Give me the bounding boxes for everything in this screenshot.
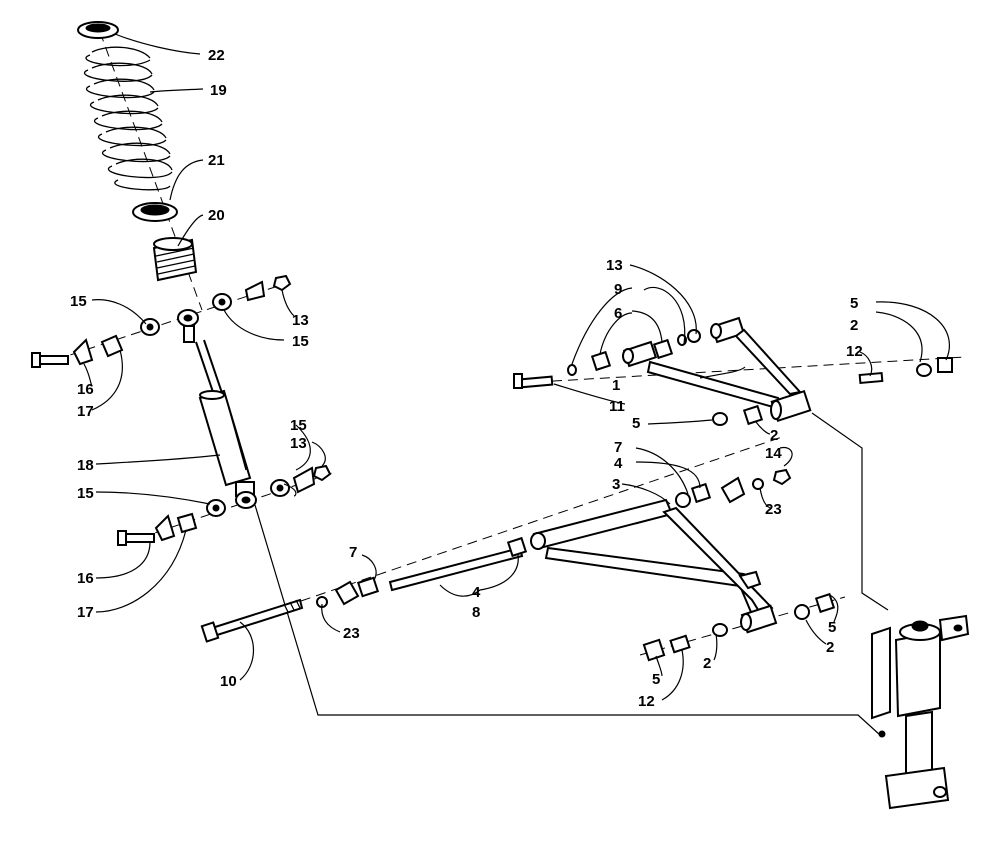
callout-13: 13 <box>292 312 309 329</box>
callout-12: 12 <box>638 693 655 710</box>
callout-6: 6 <box>614 305 622 322</box>
callout-12: 12 <box>846 343 863 360</box>
callout-19: 19 <box>210 82 227 99</box>
lower-shock-hardware <box>117 464 332 546</box>
callout-21: 21 <box>208 152 225 169</box>
callout-17: 17 <box>77 403 94 420</box>
callout-3: 3 <box>612 476 620 493</box>
callout-15: 15 <box>290 417 307 434</box>
callout-2: 2 <box>703 655 711 672</box>
callout-5: 5 <box>652 671 660 688</box>
callout-4: 4 <box>472 584 481 601</box>
callout-10: 10 <box>220 673 237 690</box>
callout-5: 5 <box>828 619 836 636</box>
callout-1: 1 <box>612 377 620 394</box>
callout-16: 16 <box>77 381 94 398</box>
coil-spring <box>84 46 173 191</box>
callout-2: 2 <box>826 639 834 656</box>
callout-7: 7 <box>614 439 622 456</box>
upper-shock-hardware <box>31 274 292 368</box>
callout-14: 14 <box>765 445 782 462</box>
callout-labels: 22 19 21 20 15 13 15 16 17 18 15 13 15 1… <box>70 47 863 710</box>
upper-a-arm <box>622 316 812 423</box>
callout-13: 13 <box>606 257 623 274</box>
callout-23: 23 <box>765 501 782 518</box>
callout-9: 9 <box>614 281 622 298</box>
adjuster-sleeve <box>152 237 198 282</box>
callout-15: 15 <box>292 333 309 350</box>
callout-8: 8 <box>472 604 480 621</box>
lower-front-hardware <box>316 536 528 608</box>
spindle <box>871 614 970 810</box>
callout-15: 15 <box>70 293 87 310</box>
spring-cap <box>77 21 119 39</box>
reference-lines <box>254 412 889 736</box>
callout-22: 22 <box>208 47 225 64</box>
callout-5: 5 <box>632 415 640 432</box>
callout-7: 7 <box>349 544 357 561</box>
callout-2: 2 <box>850 317 858 334</box>
lower-outer-hardware <box>642 592 836 662</box>
callout-11: 11 <box>609 398 625 415</box>
callout-5: 5 <box>850 295 858 312</box>
callout-15: 15 <box>77 485 94 502</box>
callout-13: 13 <box>290 435 307 452</box>
callout-23: 23 <box>343 625 360 642</box>
long-bolt <box>200 598 304 643</box>
callout-2: 2 <box>770 427 778 444</box>
shock-absorber <box>177 309 257 509</box>
spring-seat <box>132 202 178 222</box>
lower-rear-hardware <box>675 468 792 508</box>
callout-18: 18 <box>77 457 94 474</box>
leader-lines <box>83 33 951 701</box>
lower-a-arm <box>530 498 778 634</box>
callout-17: 17 <box>77 604 94 621</box>
callout-16: 16 <box>77 570 94 587</box>
callout-20: 20 <box>208 207 225 224</box>
callout-4: 4 <box>614 455 623 472</box>
